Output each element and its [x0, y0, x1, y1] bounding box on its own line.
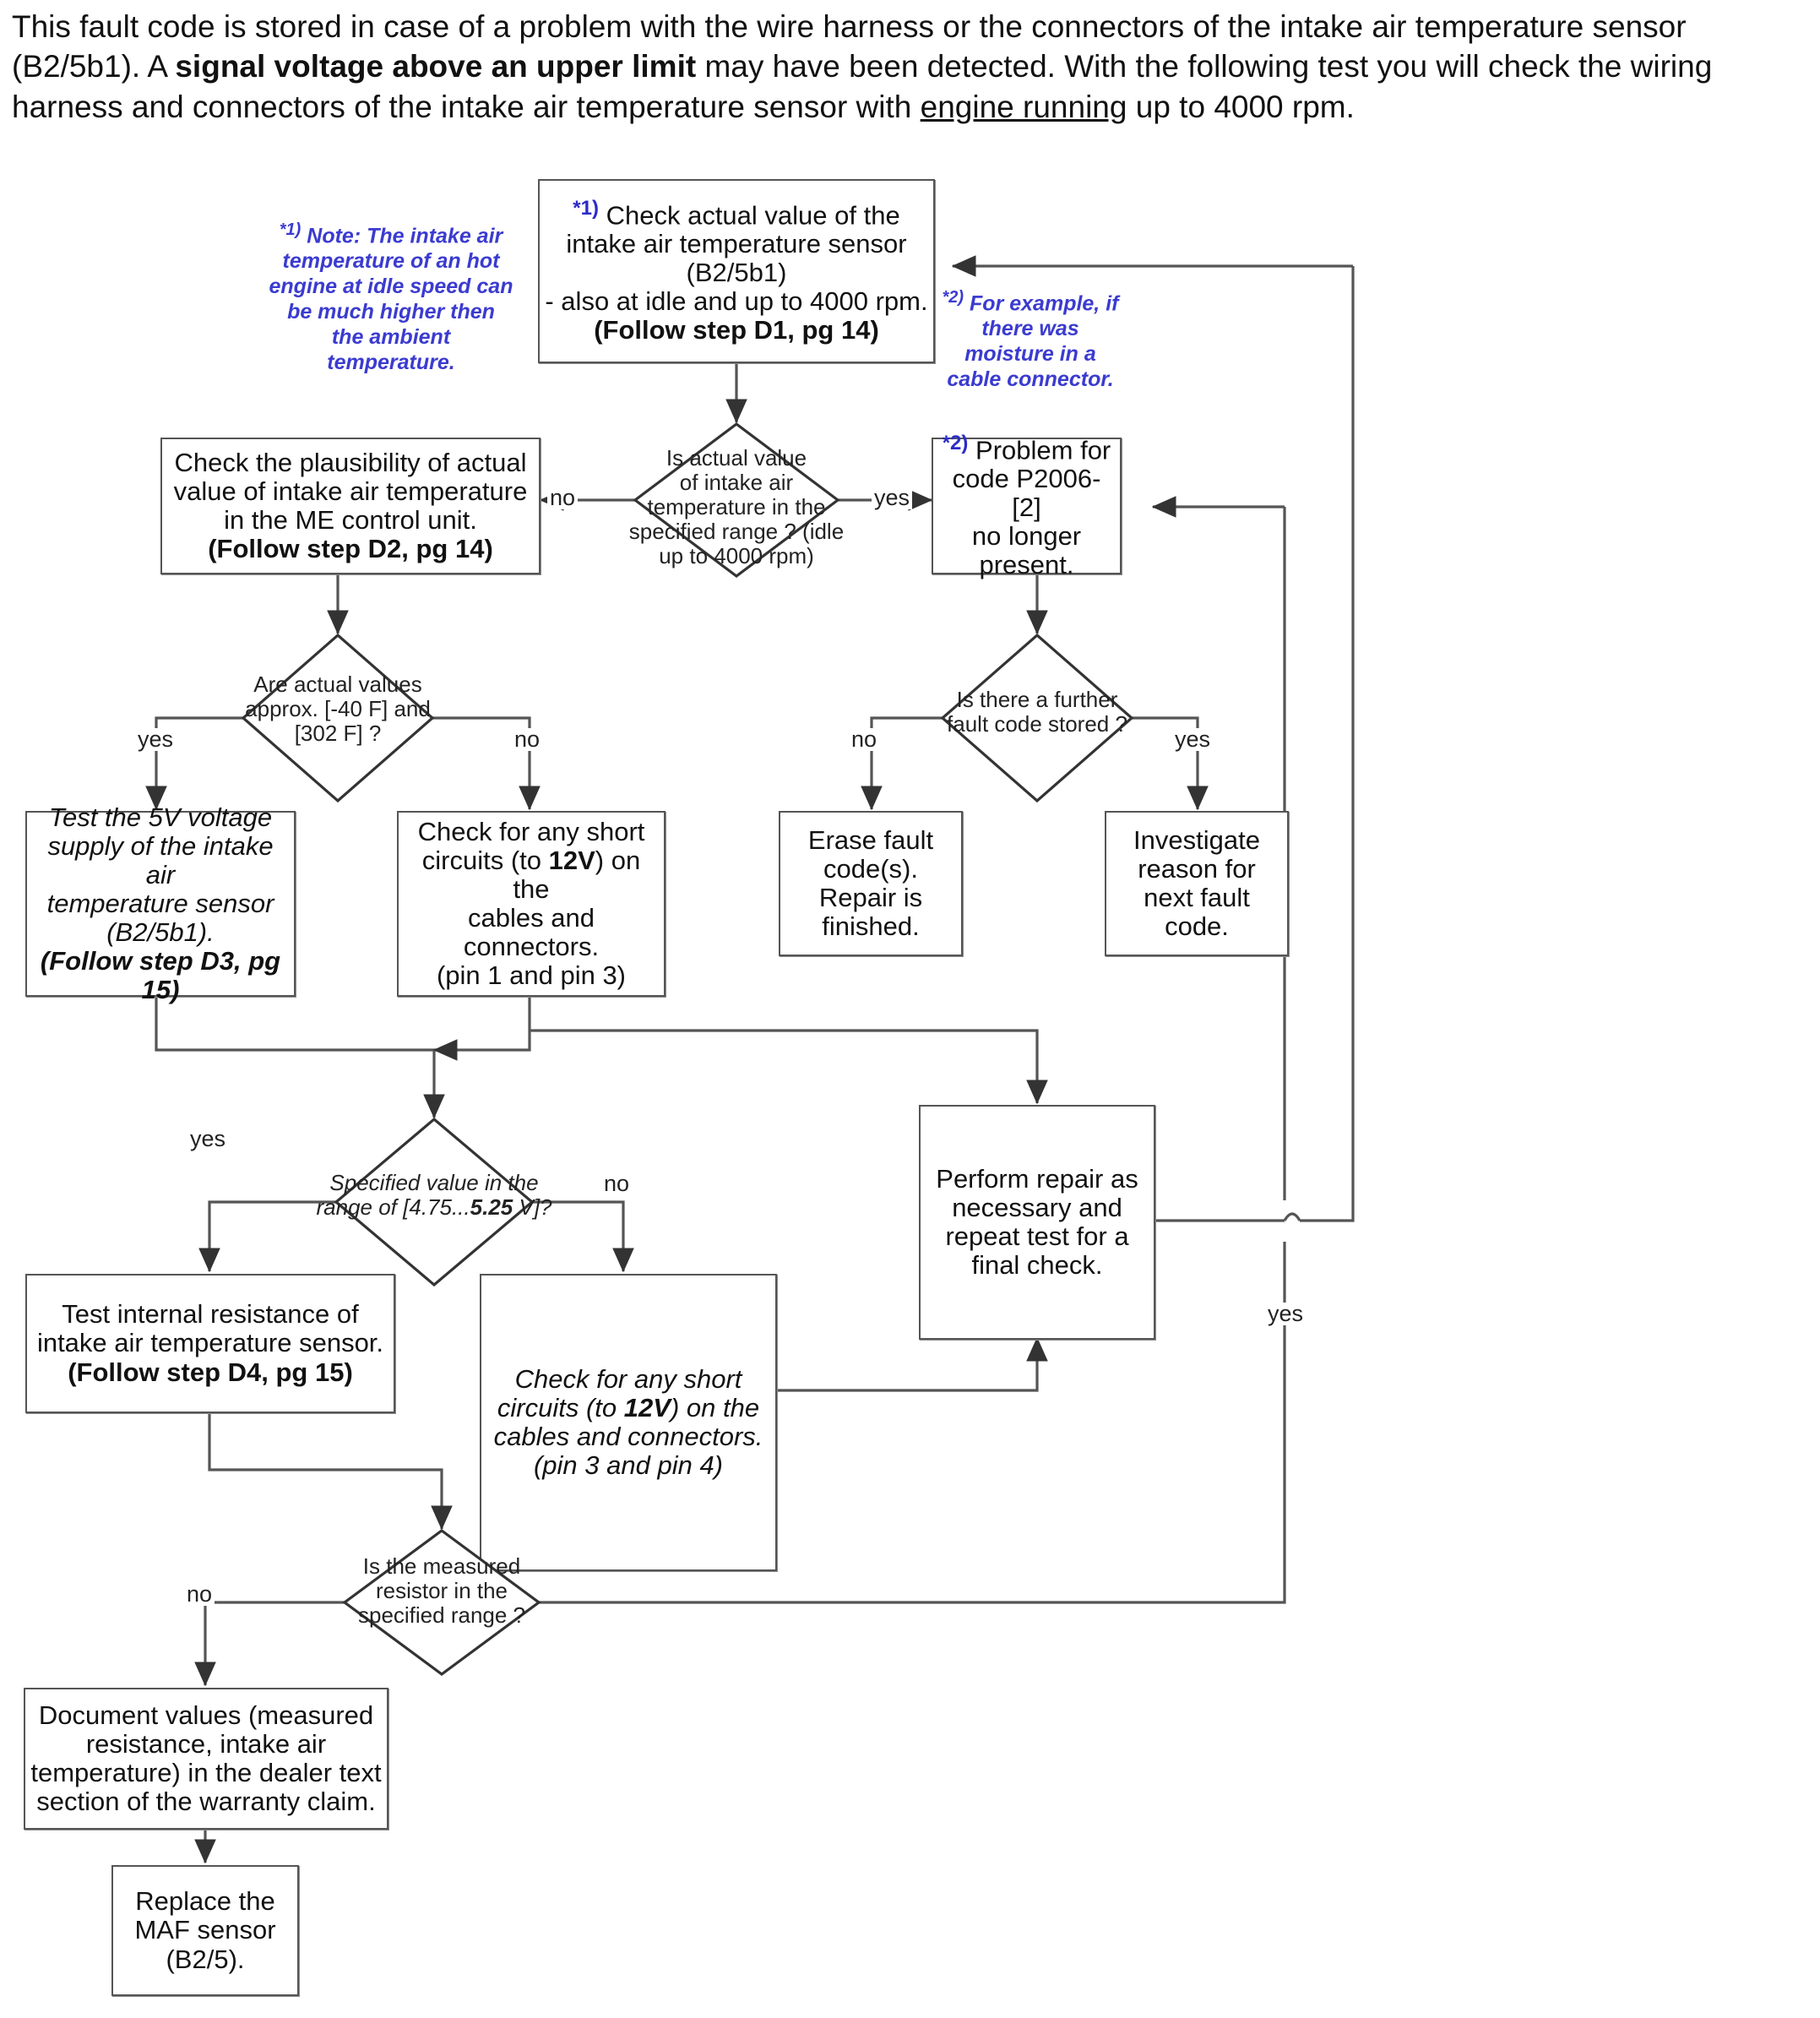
- node-check-actual-value-marker: *1): [573, 196, 599, 220]
- node-test-5v-supply[interactable]: Test the 5V voltage supply of the intake…: [25, 802, 296, 1004]
- node-investigate-line3: next fault code.: [1144, 883, 1250, 942]
- node-short13-line1: Check for any short: [417, 816, 645, 846]
- note-2-marker: *2): [942, 288, 964, 307]
- edge-label-yes-to-problem: yes: [872, 487, 913, 509]
- edge-label-no-to-plausibility: no: [547, 487, 579, 509]
- edge-label-no-approx: no: [512, 728, 543, 751]
- note-1-intake-air-temp: *1) Note: The intake air temperature of …: [269, 220, 513, 375]
- node-problem-line1: Problem for: [975, 434, 1111, 465]
- node-problem-line4: present.: [979, 550, 1074, 580]
- edge-label-no-resistor: no: [184, 1583, 215, 1606]
- edge-label-yes-approx: yes: [135, 728, 177, 751]
- node-check-plausibility[interactable]: Check the plausibility of actual value o…: [160, 438, 541, 574]
- node-erase-line2: code(s).: [823, 853, 918, 884]
- node-short13-line2bold: 12V: [548, 845, 595, 875]
- node-repair-line4: final check.: [971, 1250, 1103, 1281]
- node-check-plausibility-line2: value of intake air temperature: [173, 476, 528, 506]
- node-short-circuits-pin1-pin3[interactable]: Check for any short circuits (to 12V) on…: [397, 811, 666, 997]
- node-check-actual-value-line5: (Follow step D1, pg 14): [594, 315, 879, 345]
- node-test-internal-resistance[interactable]: Test internal resistance of intake air t…: [25, 1274, 395, 1413]
- node-check-plausibility-line3: in the ME control unit.: [224, 505, 477, 535]
- node-check-plausibility-line1: Check the plausibility of actual: [174, 447, 527, 477]
- node-check-plausibility-line4: (Follow step D2, pg 14): [208, 534, 493, 564]
- node-short34-line3: cables and connectors.: [493, 1422, 763, 1451]
- node-resist-line2: intake air temperature sensor.: [36, 1328, 384, 1358]
- node-doc-line2: resistance, intake air: [85, 1728, 327, 1759]
- node-repair-line3: repeat test for a: [945, 1221, 1129, 1251]
- node-problem-line3: no longer: [971, 521, 1082, 552]
- node-short34-line2post: ) on the: [670, 1392, 760, 1422]
- node-resist-line3: (Follow step D4, pg 15): [68, 1357, 353, 1387]
- node-short-circuits-pin3-pin4[interactable]: Check for any short circuits (to 12V) on…: [480, 1274, 777, 1571]
- node-erase-line1: Erase fault: [807, 824, 934, 855]
- edge-label-yes-further: yes: [1172, 728, 1214, 751]
- node-doc-line1: Document values (measured: [38, 1700, 374, 1730]
- note-1-marker: *1): [279, 220, 302, 239]
- node-short13-line3: cables and connectors.: [463, 903, 600, 962]
- node-perform-repair[interactable]: Perform repair as necessary and repeat t…: [919, 1105, 1155, 1340]
- node-short13-line2pre: circuits (to: [421, 845, 549, 875]
- intro-paragraph: This fault code is stored in case of a p…: [12, 7, 1809, 127]
- node-doc-line4: section of the warranty claim.: [36, 1787, 376, 1817]
- node-problem-no-longer-present[interactable]: *2) Problem for code P2006-[2] no longer…: [932, 432, 1122, 579]
- node-investigate-line1: Investigate: [1133, 824, 1260, 855]
- node-repair-line2: necessary and: [952, 1192, 1122, 1222]
- node-repair-line1: Perform repair as: [936, 1163, 1138, 1194]
- node-test-5v-line2: supply of the intake air: [47, 830, 274, 889]
- intro-underlined-phrase: engine running: [920, 89, 1127, 124]
- node-short34-line4: (pin 3 and pin 4): [533, 1450, 724, 1481]
- node-maf-line3: (B2/5).: [166, 1944, 245, 1974]
- node-check-actual-value-line1: Check actual value of the: [606, 199, 900, 230]
- node-short34-line1: Check for any short: [514, 1363, 742, 1394]
- node-resist-line1: Test internal resistance of: [62, 1299, 359, 1330]
- edge-label-no-further: no: [849, 728, 880, 751]
- node-doc-line3: temperature) in the dealer text: [30, 1758, 382, 1787]
- note-1-text: Note: The intake air temperature of an h…: [269, 224, 513, 375]
- note-2-text: For example, if there was moisture in a …: [947, 291, 1119, 392]
- intro-text-part1: This fault code is stored in case of a p…: [12, 9, 1687, 84]
- node-short34-line2pre: circuits (to: [497, 1392, 624, 1422]
- node-problem-marker: *2): [942, 431, 969, 454]
- node-check-actual-value-line2: intake air temperature sensor: [566, 229, 907, 259]
- node-erase-line3: Repair is: [818, 883, 923, 912]
- node-maf-line1: Replace the: [135, 1886, 275, 1917]
- edge-label-no-specified: no: [601, 1172, 633, 1195]
- node-short34-line2bold: 12V: [623, 1392, 671, 1422]
- node-test-5v-line5: (Follow step D3, pg 15): [40, 946, 281, 1005]
- node-problem-line2: code P2006-[2]: [952, 464, 1101, 523]
- node-investigate-line2: reason for: [1138, 853, 1256, 884]
- node-check-actual-value-line3: (B2/5b1): [686, 258, 787, 288]
- flowchart-canvas: *1) Note: The intake air temperature of …: [0, 152, 1820, 2018]
- edge-label-yes-specified: yes: [187, 1128, 229, 1150]
- node-erase-fault-codes[interactable]: Erase fault code(s). Repair is finished.: [779, 811, 963, 956]
- intro-text-part3: up to 4000 rpm.: [1127, 89, 1355, 124]
- node-check-actual-value-line4: - also at idle and up to 4000 rpm.: [545, 286, 928, 317]
- intro-text-part2: may have been detected. With the followi…: [12, 49, 1713, 124]
- node-investigate-next-fault[interactable]: Investigate reason for next fault code.: [1105, 811, 1289, 956]
- edge-label-yes-resistor: yes: [1265, 1303, 1307, 1325]
- node-short13-line4: (pin 1 and pin 3): [436, 960, 627, 991]
- node-document-values[interactable]: Document values (measured resistance, in…: [24, 1688, 388, 1830]
- node-test-5v-line1: Test the 5V voltage: [48, 802, 273, 832]
- note-2-moisture: *2) For example, if there was moisture i…: [939, 287, 1122, 392]
- node-erase-line4: finished.: [822, 911, 920, 942]
- node-test-5v-line3: temperature sensor: [46, 888, 274, 918]
- node-replace-maf-sensor[interactable]: Replace the MAF sensor (B2/5).: [111, 1865, 299, 1996]
- node-short13-line2post: ) on the: [513, 845, 641, 904]
- intro-bold-phrase: signal voltage above an upper limit: [175, 49, 697, 84]
- node-check-actual-value[interactable]: *1) Check actual value of the intake air…: [538, 179, 935, 363]
- node-maf-line2: MAF sensor: [134, 1915, 276, 1945]
- node-test-5v-line4: (B2/5b1).: [106, 917, 215, 948]
